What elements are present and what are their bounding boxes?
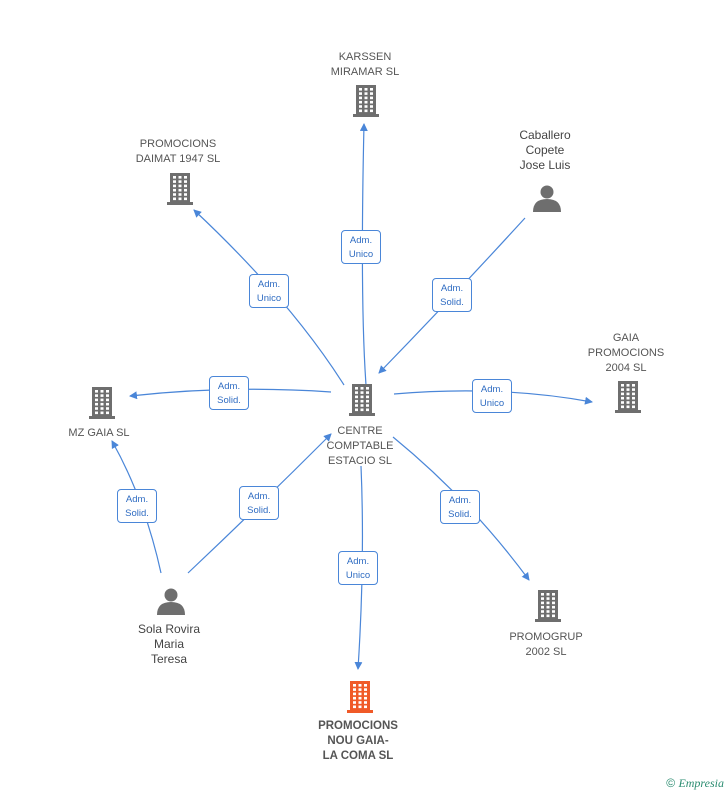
edge-label-line: Adm. [448, 495, 472, 506]
node-label-line: PROMOCIONS [139, 138, 217, 150]
person-icon[interactable] [157, 588, 185, 616]
edge-label-centre-to-gaia-promocions[interactable]: Adm. Unico [472, 379, 512, 413]
edge-label-line: Adm. [125, 494, 149, 505]
footer-brand[interactable]: © Empresia [666, 776, 724, 791]
edge-label-centre-to-promogrup[interactable]: Adm. Solid. [440, 490, 480, 524]
edge-label-line: Adm. [440, 283, 464, 294]
node-label-promogrup[interactable]: PROMOGRUP 2002 SL [501, 630, 591, 660]
node-label-line: PROMOCIONS [318, 720, 398, 732]
building-icon[interactable] [89, 387, 115, 419]
node-label-line: 2002 SL [525, 646, 567, 658]
edge-label-line: Adm. [346, 556, 370, 567]
node-label-line: Maria [153, 637, 184, 651]
node-label-line: Teresa [150, 652, 188, 666]
edge-label-line: Solid. [217, 395, 241, 406]
node-label-line: MIRAMAR SL [330, 66, 400, 78]
edge-label-line: Unico [479, 398, 505, 409]
edge-label-centre-to-karssen[interactable]: Adm. Unico [341, 230, 381, 264]
node-label-line: Copete [525, 143, 565, 157]
node-label-line: 2004 SL [605, 362, 647, 374]
building-icon[interactable] [615, 381, 641, 413]
node-label-line: PROMOGRUP [509, 631, 583, 643]
building-icon[interactable] [349, 384, 375, 416]
building-icon[interactable] [347, 681, 373, 713]
node-label-line: NOU GAIA- [327, 735, 389, 747]
edge-label-line: Adm. [247, 491, 271, 502]
node-label-line: PROMOCIONS [587, 347, 665, 359]
icons-layer [89, 85, 641, 713]
edge-label-line: Solid. [125, 508, 149, 519]
node-label-line: Sola Rovira [137, 622, 201, 636]
node-label-daimat[interactable]: PROMOCIONS DAIMAT 1947 SL [123, 137, 233, 167]
edge-label-centre-to-mz-gaia[interactable]: Adm. Solid. [209, 376, 249, 410]
edge-label-caballero-to-centre[interactable]: Adm. Solid. [432, 278, 472, 312]
building-icon[interactable] [353, 85, 379, 117]
node-label-nou-gaia[interactable]: PROMOCIONS NOU GAIA- LA COMA SL [303, 719, 413, 764]
edge-label-line: Solid. [448, 509, 472, 520]
node-label-line: Jose Luis [519, 158, 571, 172]
node-label-karssen[interactable]: KARSSEN MIRAMAR SL [320, 50, 410, 80]
edge-label-line: Unico [345, 570, 371, 581]
edge-label-line: Adm. [480, 384, 504, 395]
building-icon[interactable] [167, 173, 193, 205]
node-label-line: Caballero [519, 128, 571, 142]
edge-label-centre-to-nou-gaia[interactable]: Adm. Unico [338, 551, 378, 585]
node-label-line: CENTRE [337, 425, 383, 437]
edge-label-line: Adm. [349, 235, 373, 246]
edge-label-line: Adm. [217, 381, 241, 392]
person-icon[interactable] [533, 185, 561, 213]
edge-label-line: Unico [348, 249, 374, 260]
edge-label-line: Solid. [440, 297, 464, 308]
node-label-line: DAIMAT 1947 SL [135, 153, 221, 165]
edge-label-line: Adm. [257, 279, 281, 290]
node-label-line: GAIA [612, 332, 640, 344]
node-label-line: ESTACIO SL [328, 455, 392, 467]
copyright-symbol: © [666, 776, 676, 790]
edge-label-line: Solid. [247, 505, 271, 516]
node-label-line: LA COMA SL [322, 750, 394, 762]
node-label-line: KARSSEN [338, 51, 392, 63]
node-label-line: MZ GAIA SL [68, 427, 130, 439]
brand-name: Empresia [678, 776, 724, 790]
edge-label-sola-to-mz-gaia[interactable]: Adm. Solid. [117, 489, 157, 523]
edge-label-sola-to-centre[interactable]: Adm. Solid. [239, 486, 279, 520]
node-label-line: COMPTABLE [326, 440, 394, 452]
edge-label-line: Unico [256, 293, 282, 304]
node-label-centre[interactable]: CENTRE COMPTABLE ESTACIO SL [315, 424, 405, 469]
node-label-mz-gaia[interactable]: MZ GAIA SL [54, 426, 144, 441]
node-label-gaia-promocions[interactable]: GAIA PROMOCIONS 2004 SL [581, 331, 671, 376]
edge-label-centre-to-daimat[interactable]: Adm. Unico [249, 274, 289, 308]
edge-centre-to-karssen [359, 123, 368, 386]
building-icon[interactable] [535, 590, 561, 622]
